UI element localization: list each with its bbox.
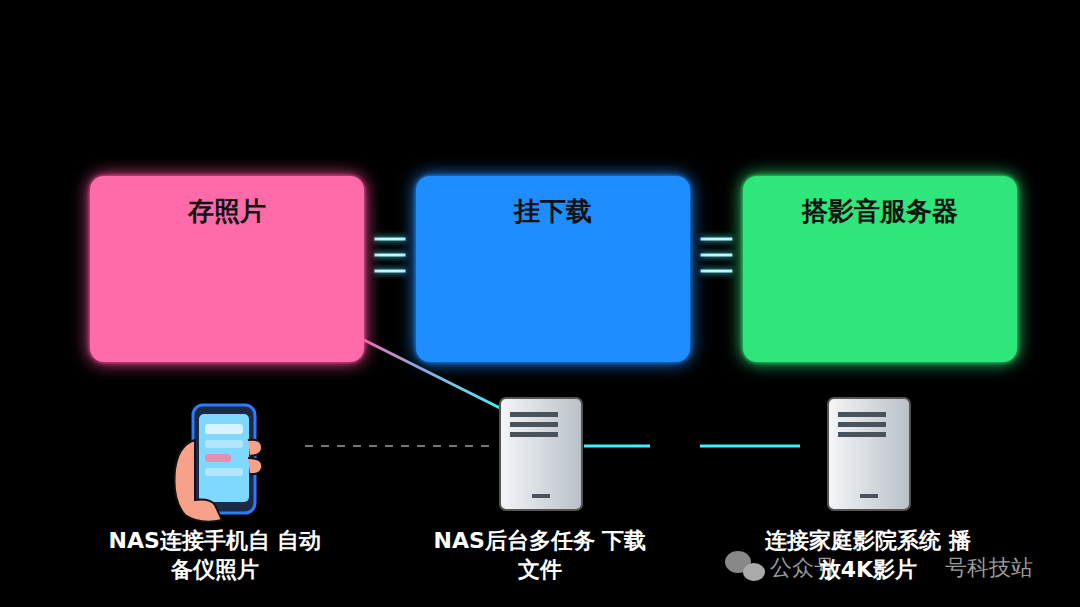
feature-box: 挂下载 bbox=[416, 176, 690, 362]
wechat-logo bbox=[725, 551, 765, 581]
caption-label: NAS连接手机自 自动备仪照片 bbox=[105, 527, 325, 584]
feature-box: 搭影音服务器 bbox=[743, 176, 1017, 362]
triple-line-connector bbox=[374, 239, 405, 271]
feature-box: 存照片 bbox=[90, 176, 364, 362]
server-icon bbox=[828, 398, 910, 510]
caption-label: NAS后台多任务 下载文件 bbox=[430, 527, 650, 584]
box-title: 搭影音服务器 bbox=[743, 176, 1017, 229]
triple-line-connector bbox=[701, 239, 733, 271]
phone-icon bbox=[174, 405, 262, 522]
dashed-link bbox=[305, 445, 490, 447]
link-line bbox=[584, 445, 800, 448]
caption-label: 连接家庭影院系统 播放4K影片 bbox=[758, 527, 978, 584]
box-title: 挂下载 bbox=[416, 176, 690, 229]
box-title: 存照片 bbox=[90, 176, 364, 229]
watermark: 号科技站 bbox=[945, 553, 1033, 583]
server-icon bbox=[500, 398, 582, 510]
